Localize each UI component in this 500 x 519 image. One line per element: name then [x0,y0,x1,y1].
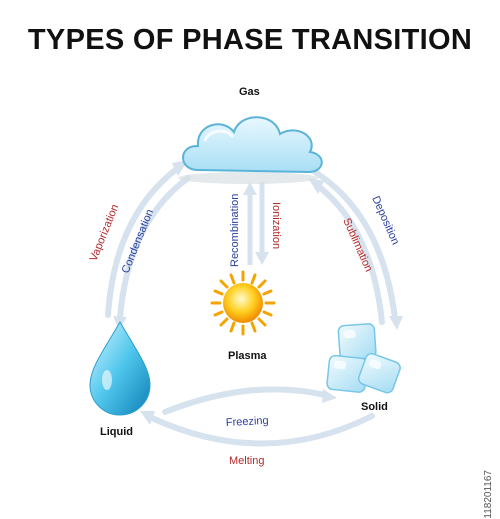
cloud-icon [178,116,323,184]
arrow-vaporization [105,160,188,318]
arrow-melting [140,411,375,447]
state-label-liquid: Liquid [100,426,133,438]
arrow-freezing [162,386,337,415]
label-freezing: Freezing [226,415,269,429]
stock-id-text: 118201167 [483,470,494,519]
water-drop-icon [89,320,151,416]
arrow-deposition [312,169,403,330]
state-label-solid: Solid [361,401,388,413]
state-label-gas: Gas [239,86,260,98]
label-recombination: Recombination [229,194,241,267]
arrow-sublimation [308,178,385,325]
sun-icon [210,270,276,336]
arrow-ionization [255,182,269,265]
phase-transition-diagram: TYPES OF PHASE TRANSITION [27,24,494,519]
ice-cubes-icon [326,323,401,394]
label-ionization: Ionization [270,202,282,249]
arrow-condensation [113,175,191,330]
state-label-plasma: Plasma [228,350,267,362]
label-melting: Melting [229,455,264,467]
page-title: TYPES OF PHASE TRANSITION [27,24,473,56]
diagram-canvas: Vaporization Condensation Recombination … [88,116,403,467]
arrow-recombination [243,182,257,265]
label-sublimation: Sublimation [340,216,374,273]
